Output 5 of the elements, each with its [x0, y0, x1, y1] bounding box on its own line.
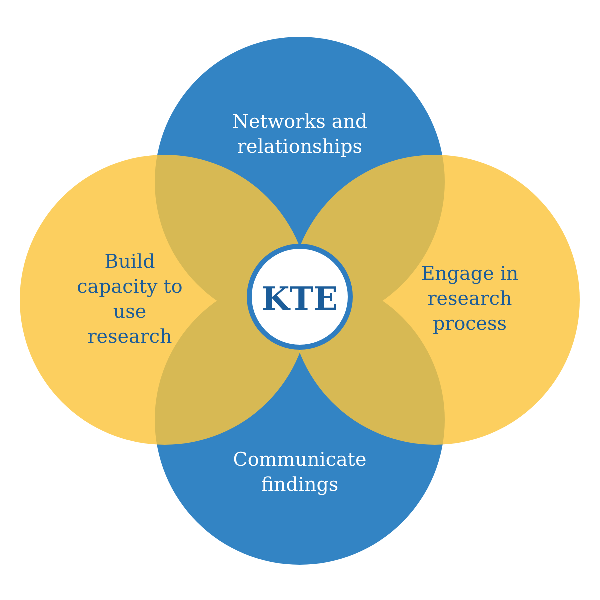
center-label: KTE [260, 280, 339, 318]
circle-label: Communicate findings [232, 448, 368, 498]
circle-label: Build capacity to use research [76, 250, 184, 350]
circle-label: Networks and relationships [231, 110, 369, 160]
circle-label: Engage in research process [420, 262, 520, 337]
